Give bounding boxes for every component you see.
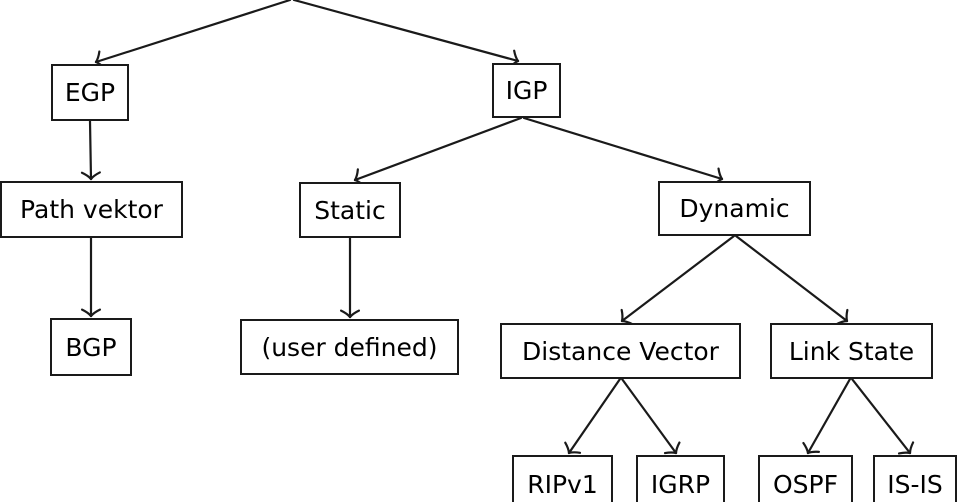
edge-linkstate-to-ospf bbox=[802, 377, 852, 455]
arrowhead-barb bbox=[567, 451, 582, 455]
node-label-dynamic: Dynamic bbox=[679, 194, 790, 223]
arrowhead-barb bbox=[897, 451, 912, 455]
arrowhead-barb bbox=[80, 308, 93, 318]
arrowhead-barb bbox=[908, 441, 915, 455]
node-userdef[interactable]: (user defined) bbox=[240, 319, 459, 375]
edge-linkstate-to-isis bbox=[850, 377, 915, 455]
arrowhead-barb bbox=[717, 167, 724, 181]
node-bgp[interactable]: BGP bbox=[50, 318, 132, 376]
arrowhead-barb bbox=[674, 441, 681, 455]
edge-igp-to-static bbox=[353, 116, 523, 188]
edge-egp-to-pathvec bbox=[80, 119, 101, 181]
node-label-static: Static bbox=[314, 195, 386, 225]
arrowhead-barb bbox=[845, 308, 849, 323]
node-isis[interactable]: IS-IS bbox=[873, 455, 957, 502]
arrowhead-barb bbox=[89, 171, 101, 181]
node-ospf[interactable]: OSPF bbox=[758, 455, 853, 502]
node-label-egp: EGP bbox=[64, 78, 116, 107]
arrowhead-barb bbox=[802, 441, 810, 455]
node-label-linkstate: Link State bbox=[788, 336, 915, 366]
edge-igp-to-dynamic bbox=[522, 116, 724, 187]
edge-root-offscreen-to-egp bbox=[94, 0, 292, 70]
node-static[interactable]: Static bbox=[299, 182, 401, 238]
edge-pathvec-to-bgp bbox=[80, 236, 102, 318]
node-ripv1[interactable]: RIPv1 bbox=[512, 455, 613, 502]
arrowhead-barb bbox=[564, 441, 571, 455]
node-label-bgp: BGP bbox=[65, 332, 117, 362]
arrowhead-barb bbox=[80, 171, 93, 181]
node-label-distvec: Distance Vector bbox=[522, 336, 719, 366]
arrowhead-barb bbox=[348, 309, 361, 319]
edge-distvec-to-ripv1 bbox=[564, 377, 622, 455]
node-dynamic[interactable]: Dynamic bbox=[658, 181, 811, 236]
arrowhead-barb bbox=[513, 49, 520, 63]
arrowhead-barb bbox=[806, 450, 821, 455]
node-linkstate[interactable]: Link State bbox=[770, 323, 933, 379]
edge-static-to-userdef bbox=[339, 236, 361, 319]
node-egp[interactable]: EGP bbox=[51, 64, 129, 121]
node-igrp[interactable]: IGRP bbox=[636, 455, 725, 502]
edge-dynamic-to-distvec bbox=[620, 234, 736, 326]
edge-distvec-to-igrp bbox=[620, 377, 681, 455]
node-label-igp: IGP bbox=[505, 76, 548, 105]
arrowhead-barb bbox=[663, 451, 678, 455]
node-label-userdef: (user defined) bbox=[261, 332, 438, 362]
arrowhead-barb bbox=[89, 308, 102, 318]
node-label-ripv1: RIPv1 bbox=[527, 469, 598, 499]
node-label-ospf: OSPF bbox=[772, 469, 838, 499]
node-label-pathvec: Path vektor bbox=[20, 195, 163, 224]
edge-dynamic-to-linkstate bbox=[734, 234, 849, 326]
node-pathvec[interactable]: Path vektor bbox=[0, 181, 183, 238]
node-igp[interactable]: IGP bbox=[492, 63, 561, 118]
edge-root-offscreen-to-igp bbox=[292, 0, 520, 70]
arrowhead-barb bbox=[339, 309, 352, 319]
arrowhead-barb bbox=[620, 308, 624, 323]
node-label-isis: IS-IS bbox=[887, 469, 943, 499]
node-label-igrp: IGRP bbox=[650, 469, 711, 499]
node-distvec[interactable]: Distance Vector bbox=[500, 323, 741, 379]
